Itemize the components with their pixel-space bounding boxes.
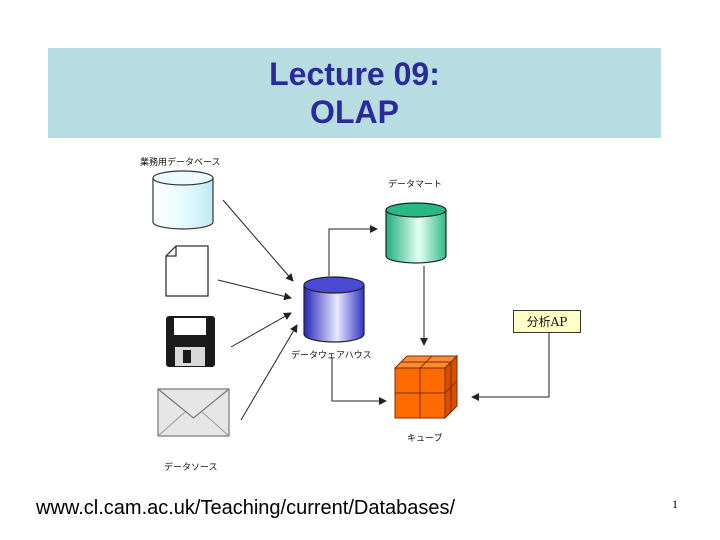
data-warehouse-label: データウェアハウス: [291, 351, 372, 361]
cube-label: キューブ: [407, 434, 443, 444]
document-icon: [165, 245, 209, 297]
floppy-disk-icon: [166, 316, 215, 367]
database-cylinder-icon: [152, 170, 214, 230]
data-mart-label: データマート: [388, 180, 443, 190]
footer-url: www.cl.cam.ac.uk/Teaching/current/Databa…: [36, 497, 456, 519]
arrow-db-to-warehouse: [222, 199, 294, 282]
data-source-label: データソース: [164, 463, 218, 473]
arrow-mail-to-warehouse: [240, 324, 298, 421]
data-mart-cylinder-icon: [385, 202, 447, 264]
analysis-app-box: 分析AP: [513, 310, 581, 333]
arrow-warehouse-to-cube: [331, 358, 387, 405]
arrow-analysis-to-cube: [471, 333, 550, 401]
envelope-icon: [157, 388, 230, 437]
page-number: 1: [672, 497, 678, 511]
slide-title-line-1: Lecture 09:: [269, 56, 440, 92]
arrow-warehouse-to-mart: [328, 225, 378, 276]
arrow-file-to-warehouse: [217, 279, 292, 301]
data-warehouse-cylinder-icon: [303, 276, 365, 343]
title-banner: Lecture 09: OLAP: [48, 48, 661, 138]
arrow-floppy-to-warehouse: [230, 312, 292, 348]
business-db-label: 業務用データベース: [140, 158, 221, 168]
cube-icon: [393, 354, 459, 420]
slide-title-line-2: OLAP: [310, 94, 399, 130]
